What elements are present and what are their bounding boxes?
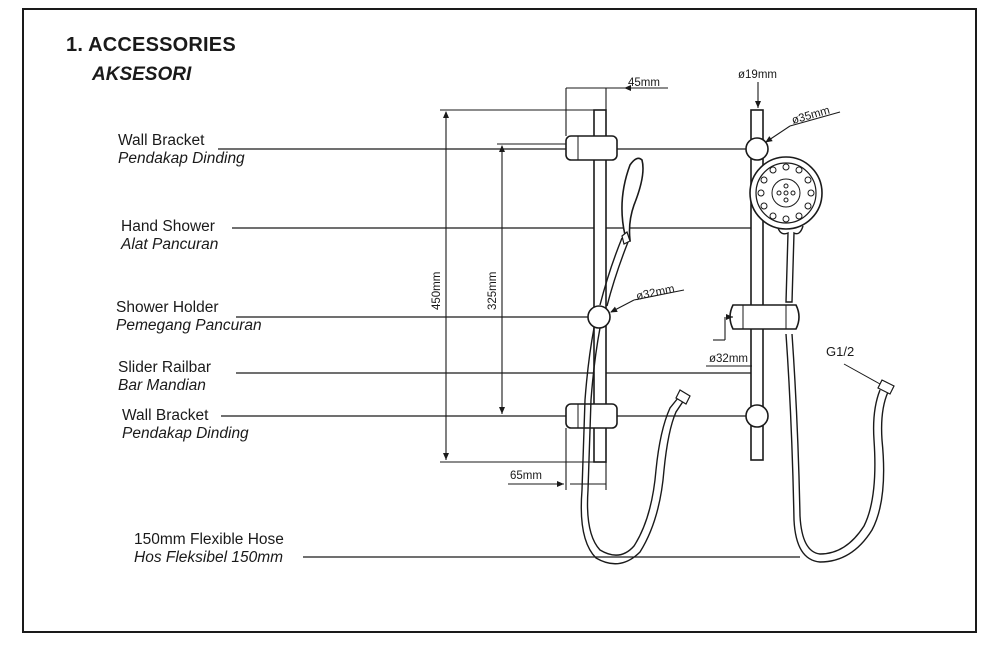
label-ms: Hos Fleksibel 150mm (134, 549, 284, 566)
front-hose-nut (675, 389, 691, 405)
dim-text-holder-side: ø32mm (709, 353, 748, 365)
label-en: Shower Holder (116, 299, 219, 316)
label-en: Wall Bracket (118, 132, 205, 149)
label-flexible-hose: 150mm Flexible Hose Hos Fleksibel 150mm (134, 531, 284, 567)
front-hose-outer (580, 327, 685, 565)
side-handle (777, 225, 804, 303)
dim-text-45: 45mm (628, 77, 660, 89)
front-top-bracket (565, 135, 618, 161)
label-en: Hand Shower (121, 218, 215, 235)
dim-text-thread: G1/2 (826, 344, 854, 359)
label-ms: Alat Pancuran (121, 236, 219, 253)
section-subtitle: AKSESORI (92, 64, 192, 85)
side-top-bracket (745, 137, 769, 161)
label-en: Slider Railbar (118, 359, 212, 376)
label-ms: Pemegang Pancuran (116, 317, 262, 334)
label-wall-bracket-top: Wall Bracket Pendakap Dinding (118, 132, 245, 168)
label-wall-bracket-bottom: Wall Bracket Pendakap Dinding (122, 407, 249, 443)
side-holder (729, 304, 800, 330)
side-view (729, 109, 895, 563)
dim-text-450: 450mm (431, 272, 443, 310)
drawing-frame (22, 8, 977, 633)
spray-nozzles (757, 163, 815, 223)
label-ms: Pendakap Dinding (118, 150, 245, 167)
label-ms: Pendakap Dinding (122, 425, 249, 442)
front-holder (587, 305, 611, 329)
dim-text-holder: ø32mm (635, 283, 676, 303)
front-bottom-bracket (565, 403, 618, 429)
leader-lines (218, 148, 800, 558)
front-handset-head (621, 157, 644, 243)
dim-text-rail: ø19mm (738, 69, 777, 81)
side-hose-inner (791, 333, 881, 555)
dim-text-bracket: ø35mm (791, 105, 832, 127)
label-en: 150mm Flexible Hose (134, 531, 284, 548)
dim-text-65: 65mm (510, 470, 542, 482)
label-shower-holder: Shower Holder Pemegang Pancuran (116, 299, 262, 335)
label-hand-shower: Hand Shower Alat Pancuran (121, 218, 218, 254)
side-bottom-bracket (745, 404, 769, 428)
front-view (565, 109, 691, 565)
dim-text-325: 325mm (487, 272, 499, 310)
label-slider-railbar: Slider Railbar Bar Mandian (118, 359, 211, 395)
side-hose-outer (785, 333, 889, 563)
dimension-lines (440, 82, 841, 490)
side-hose-nut (877, 379, 895, 395)
label-en: Wall Bracket (122, 407, 209, 424)
label-ms: Bar Mandian (118, 377, 206, 394)
front-hose-inner (586, 327, 679, 556)
section-title: 1. ACCESSORIES (66, 34, 236, 56)
